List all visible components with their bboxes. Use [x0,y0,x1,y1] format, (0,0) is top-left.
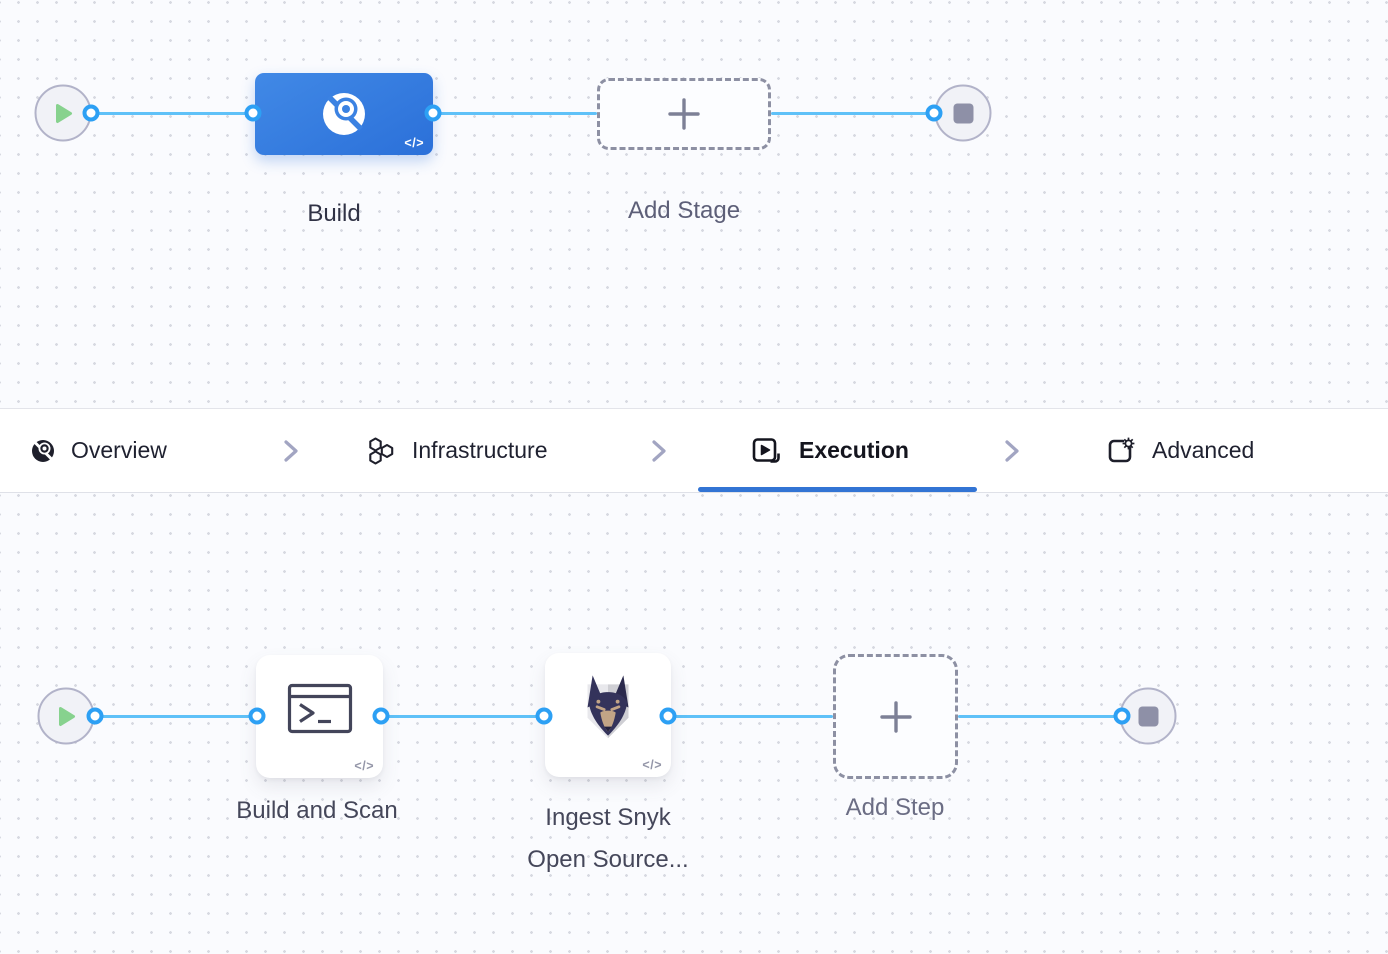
build-stage-node[interactable]: </> [255,73,433,155]
connector-point [82,104,100,122]
chevron-right-icon [1001,409,1023,492]
connector-point [925,104,943,122]
stop-icon [1138,706,1158,726]
connector-edge [771,111,934,115]
connector-point [424,104,442,122]
stop-icon [953,103,973,123]
tab-advanced[interactable]: Advanced [1103,409,1254,492]
add-step-node[interactable] [833,654,958,779]
tab-execution[interactable]: Execution [748,409,909,492]
step-label[interactable]: Ingest Snyk Open Source... [527,797,688,881]
code-icon[interactable]: </> [642,758,662,772]
stage-label[interactable]: Build [307,200,361,227]
tab-infrastructure[interactable]: Infrastructure [365,409,548,492]
connector-point [1113,707,1131,725]
connector-edge [91,111,253,115]
connector-edge [433,111,597,115]
ci-build-icon [318,88,370,140]
connector-edge [95,714,257,718]
step-label[interactable]: Build and Scan [236,797,398,824]
ci-overview-icon [30,438,56,464]
connector-point [535,707,553,725]
step-label-line1: Ingest Snyk [545,804,671,831]
play-icon [52,101,74,125]
infrastructure-icon [365,435,397,467]
stage-graph-canvas[interactable]: </> Build Add Stage [0,0,1388,408]
play-icon [55,704,77,728]
code-icon[interactable]: </> [404,136,424,150]
connector-edge [381,714,544,718]
tab-advanced-label: Advanced [1152,437,1255,463]
connector-point [86,707,104,725]
connector-point [244,104,262,122]
connector-edge [668,714,833,718]
tab-overview[interactable]: Overview [30,409,167,492]
execution-graph-canvas[interactable]: </> </> [0,493,1388,954]
add-stage-label[interactable]: Add Stage [627,197,741,224]
chevron-right-icon [648,409,670,492]
pipeline-end-node [934,84,992,142]
tab-overview-label: Overview [71,437,167,463]
chevron-right-icon [280,409,302,492]
plus-icon [667,97,701,131]
pipeline-start-node [37,687,95,745]
connector-point [659,707,677,725]
terminal-icon [287,683,353,739]
tab-execution-label: Execution [799,437,909,463]
connector-edge [958,714,1122,718]
plus-icon [878,699,914,735]
pipeline-start-node [34,84,92,142]
step-label-line2: Open Source... [527,846,689,873]
add-step-label[interactable]: Add Step [845,794,945,821]
connector-point [248,707,266,725]
stage-tab-bar: Overview Infrastructure Execution [0,408,1388,493]
snyk-step-node[interactable]: </> [545,653,671,777]
connector-point [372,707,390,725]
advanced-icon [1103,434,1137,468]
tab-infrastructure-label: Infrastructure [412,437,548,463]
execution-icon [748,433,784,469]
add-stage-node[interactable] [597,78,771,150]
snyk-doberman-icon [567,669,649,751]
code-icon[interactable]: </> [354,759,374,773]
active-tab-underline [698,487,977,492]
build-and-scan-step-node[interactable]: </> [256,655,383,778]
